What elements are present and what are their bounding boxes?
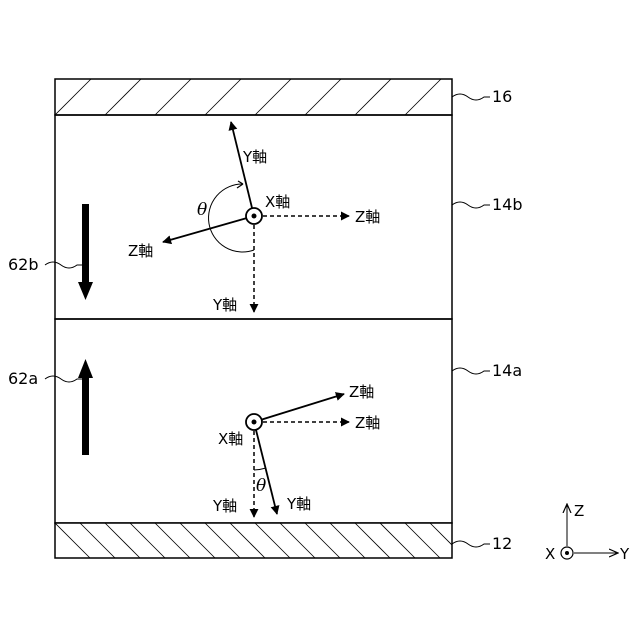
layer-16 [55,79,452,115]
leader-16 [452,94,490,100]
label-14b: 14b [492,195,523,214]
leader-12 [452,541,490,547]
leader-62a [45,376,84,382]
upper-x-label: X軸 [265,193,290,211]
label-12: 12 [492,534,512,553]
upper-y-down-label: Y軸 [212,296,237,314]
magnetization-arrow-up [78,359,93,455]
lower-z-tilted-label: Z軸 [349,383,374,401]
lower-z-right-label: Z軸 [355,414,380,432]
upper-y-tilted-label: Y軸 [242,148,267,166]
upper-z-right-label: Z軸 [355,208,380,226]
magnetization-arrow-down [78,204,93,300]
label-14a: 14a [492,361,522,380]
lower-theta-label: θ [256,476,266,496]
legend-x-label: X [545,545,555,563]
lower-y-tilted-label: Y軸 [286,495,311,513]
layer-12 [55,523,465,558]
leader-14a [452,368,490,374]
lower-x-label: X軸 [218,430,243,448]
legend-y-label: Y [619,545,630,563]
lower-angle-arc [254,468,266,470]
upper-z-tilted-label: Z軸 [128,242,153,260]
label-16: 16 [492,87,512,106]
coordinate-legend [561,504,618,559]
upper-theta-label: θ [197,200,207,220]
label-62a: 62a [8,369,38,388]
upper-y-tilted-axis [231,122,254,216]
legend-z-label: Z [574,502,584,520]
lower-z-tilted-axis [254,394,344,422]
lower-y-down-label: Y軸 [212,497,237,515]
leader-14b [452,202,490,208]
label-62b: 62b [8,255,39,274]
leader-62b [45,262,84,268]
